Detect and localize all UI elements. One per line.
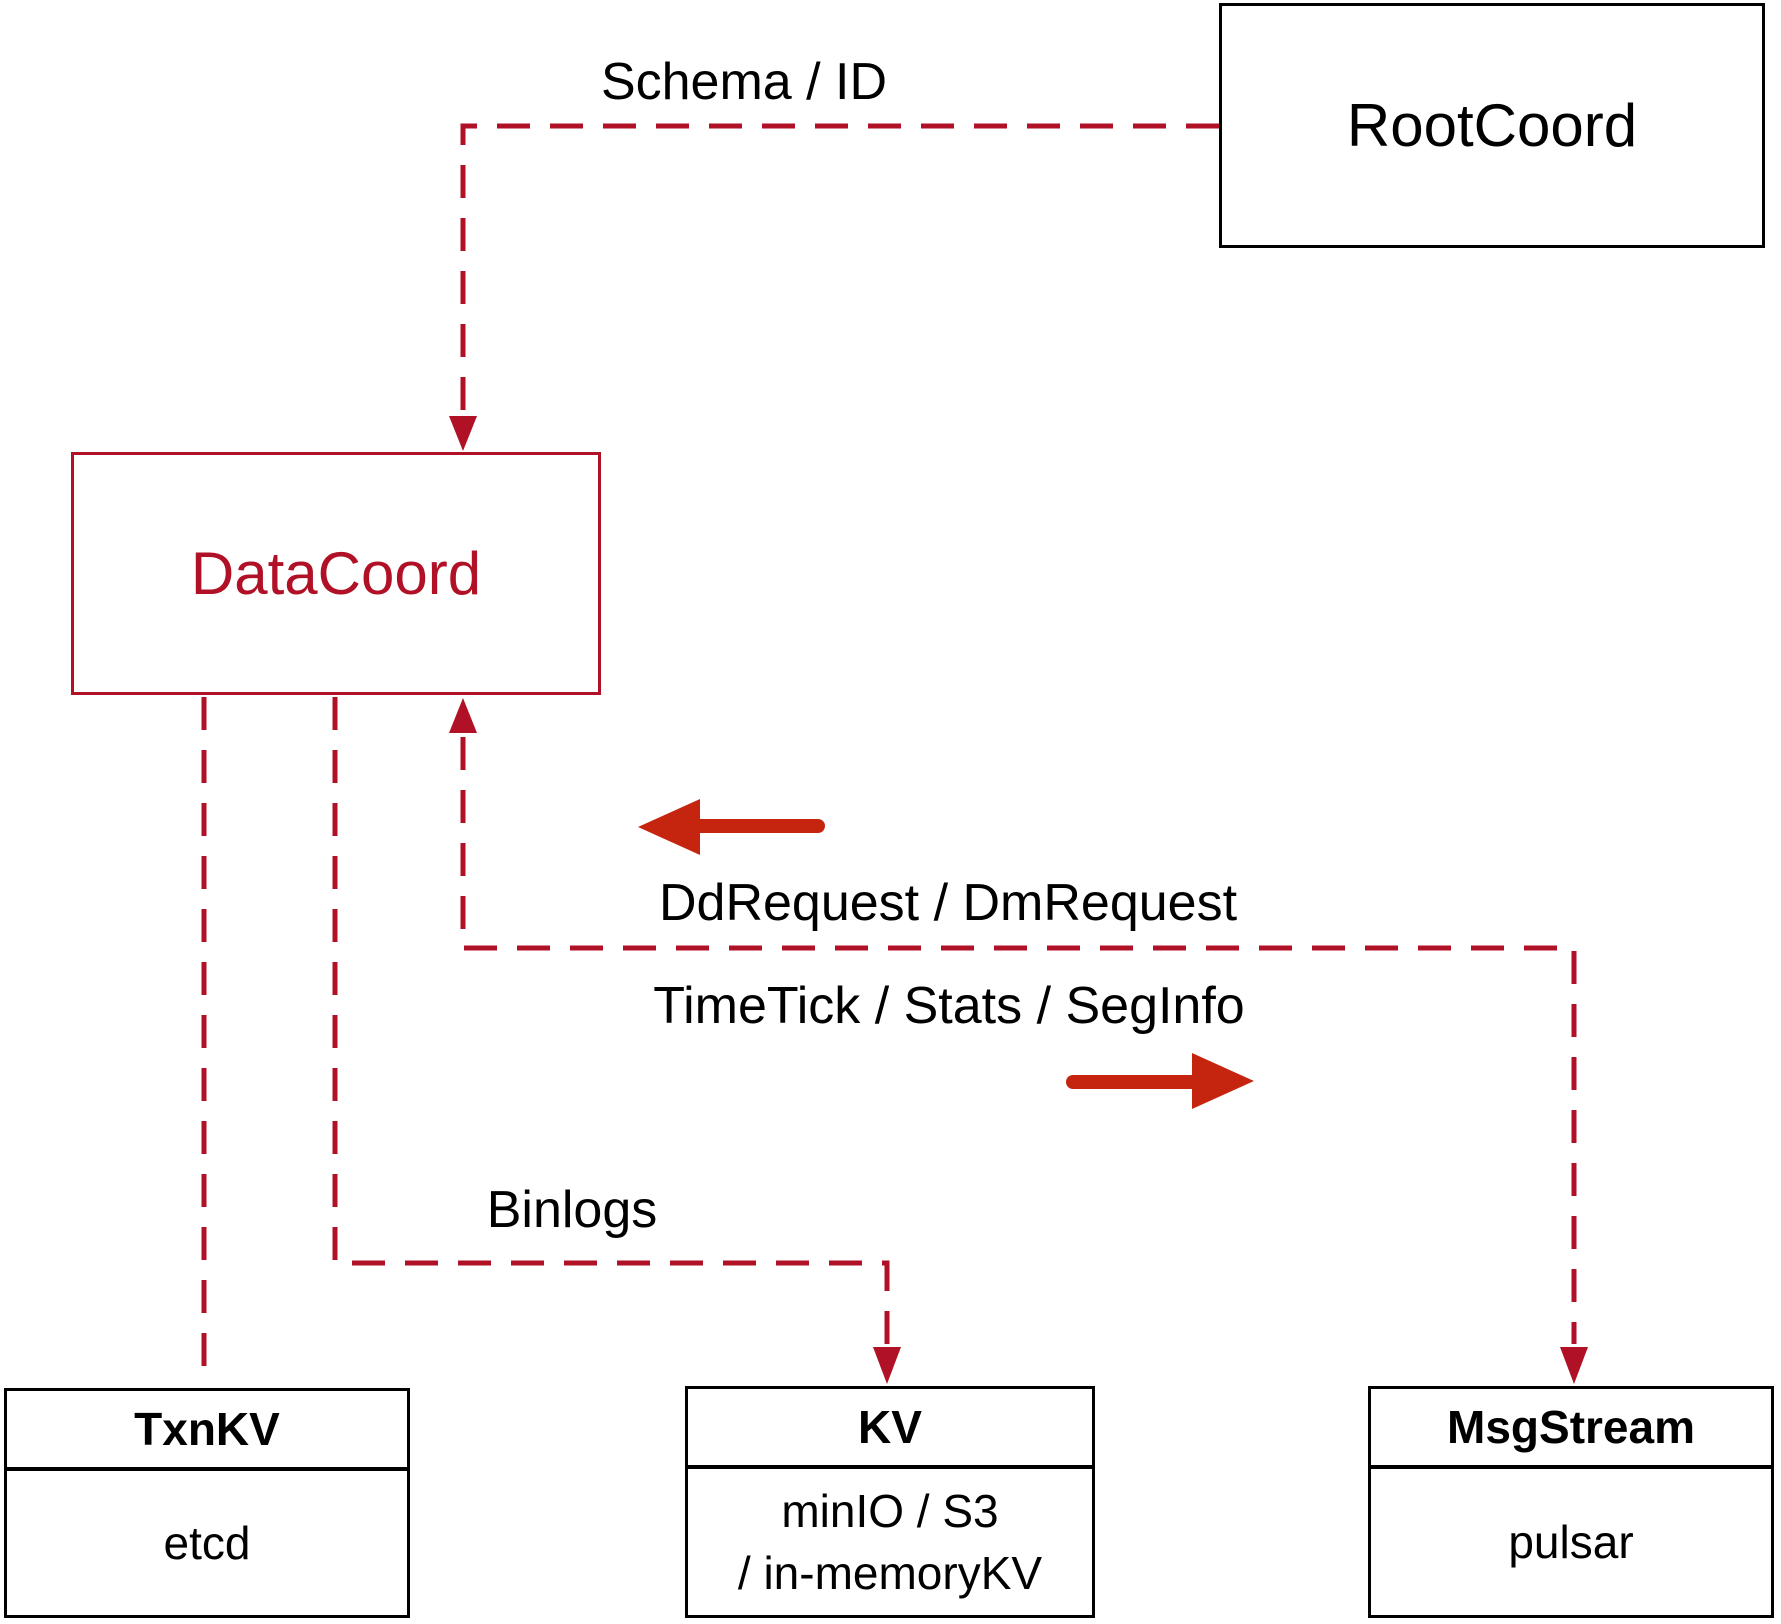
dd-request-direction-arrow-icon bbox=[638, 799, 825, 855]
txnkv-body: etcd bbox=[7, 1471, 407, 1615]
edge-label-dd-request: DdRequest / DmRequest bbox=[658, 874, 1238, 932]
msgstream-node: MsgStream pulsar bbox=[1368, 1386, 1774, 1618]
kv-body-line2: / in-memoryKV bbox=[737, 1547, 1043, 1599]
edge-label-time-tick: TimeTick / Stats / SegInfo bbox=[653, 977, 1245, 1035]
txnkv-body-text: etcd bbox=[163, 1516, 251, 1569]
msgstream-body: pulsar bbox=[1371, 1469, 1771, 1615]
edge-label-binlogs: Binlogs bbox=[486, 1181, 658, 1239]
msgstream-edge bbox=[460, 737, 1577, 1344]
kv-header: KV bbox=[688, 1389, 1092, 1469]
edge-label-schema-id: Schema / ID bbox=[600, 53, 888, 111]
msgstream-title: MsgStream bbox=[1447, 1401, 1695, 1453]
kv-node: KV minIO / S3 / in-memoryKV bbox=[685, 1386, 1095, 1618]
txnkv-title: TxnKV bbox=[134, 1403, 280, 1455]
kv-body: minIO / S3 / in-memoryKV bbox=[688, 1469, 1092, 1615]
binlogs-edge bbox=[332, 697, 890, 1344]
rootcoord-label: RootCoord bbox=[1346, 92, 1638, 159]
schema-id-arrowhead-icon bbox=[449, 416, 477, 451]
datacoord-up-arrowhead-icon bbox=[449, 698, 477, 733]
datacoord-label: DataCoord bbox=[190, 540, 482, 607]
msgstream-header: MsgStream bbox=[1371, 1389, 1771, 1469]
txnkv-header: TxnKV bbox=[7, 1391, 407, 1471]
datacoord-node: DataCoord bbox=[71, 452, 601, 695]
time-tick-direction-arrow-icon bbox=[1066, 1053, 1254, 1109]
msgstream-arrowhead-icon bbox=[1560, 1347, 1588, 1384]
kv-title: KV bbox=[858, 1401, 922, 1453]
kv-body-line1: minIO / S3 bbox=[781, 1484, 999, 1537]
schema-id-edge bbox=[460, 123, 1219, 442]
rootcoord-node: RootCoord bbox=[1219, 3, 1765, 248]
msgstream-body-text: pulsar bbox=[1508, 1515, 1634, 1568]
binlogs-arrowhead-icon bbox=[873, 1347, 901, 1384]
txnkv-node: TxnKV etcd bbox=[4, 1388, 410, 1618]
